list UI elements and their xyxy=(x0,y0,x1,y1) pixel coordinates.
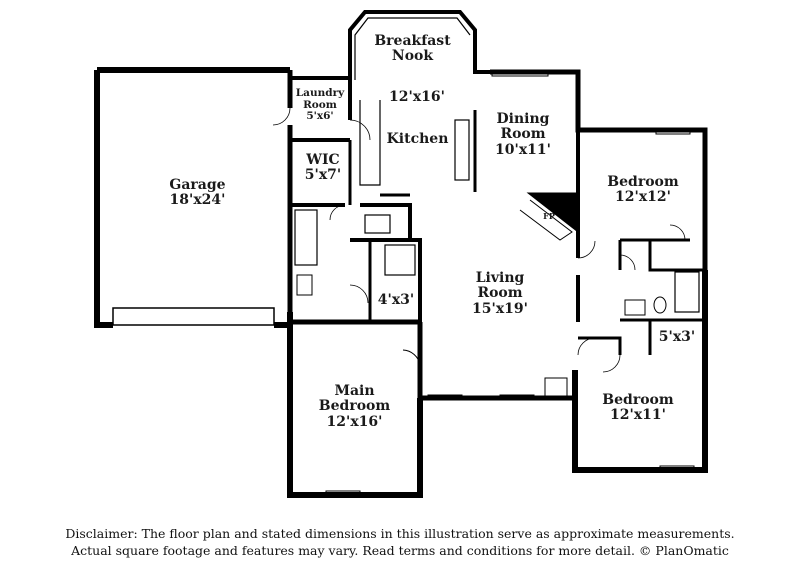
wic-dims: 5'x7' xyxy=(304,167,342,184)
bedroom3-label: Bedroom 12'x11' xyxy=(598,392,678,424)
garage-label: Garage 18'x24' xyxy=(150,177,245,209)
dining-name-line2: Room xyxy=(500,126,546,143)
garage-door xyxy=(112,307,275,326)
living-label: Living Room 15'x19' xyxy=(465,270,535,317)
wic-label: WIC 5'x7' xyxy=(298,152,348,184)
disclaimer-line2: Actual square footage and features may v… xyxy=(71,542,729,558)
breakfast-bay xyxy=(348,10,490,80)
main-bedroom-name-line1: Main xyxy=(334,383,375,399)
fireplace-label: FP xyxy=(543,211,555,221)
breakfast-name-line1: Breakfast xyxy=(374,33,451,49)
laundry-dims: 5'x6' xyxy=(306,110,334,123)
closet-b-label: 5'x3' xyxy=(658,329,696,345)
disclaimer: Disclaimer: The floor plan and stated di… xyxy=(0,526,800,560)
floor-plan xyxy=(94,10,708,498)
kitchen-island xyxy=(454,119,470,181)
laundry-label: Laundry Room 5'x6' xyxy=(292,87,348,123)
main-bedroom-name-line2: Bedroom xyxy=(318,398,391,415)
dining-name-line1: Dining xyxy=(496,111,550,127)
kitchen-label: Kitchen xyxy=(386,131,449,147)
wic-name: WIC xyxy=(306,152,340,168)
breakfast-name-line2: Nook xyxy=(391,48,434,65)
bedroom3-name: Bedroom xyxy=(602,392,674,408)
bedroom2-dims: 12'x12' xyxy=(615,189,671,206)
garage-name: Garage xyxy=(169,177,226,193)
garage-dims: 18'x24' xyxy=(169,192,226,209)
bedroom2-label: Bedroom 12'x12' xyxy=(603,174,683,206)
fireplace-shape xyxy=(526,192,579,234)
laundry-name-line2: Room xyxy=(303,98,337,111)
main-bedroom-label: Main Bedroom 12'x16' xyxy=(312,383,397,430)
living-name-line1: Living xyxy=(475,270,525,286)
dining-label: Dining Room 10'x11' xyxy=(488,111,558,158)
dining-dims: 10'x11' xyxy=(495,141,551,158)
bedroom2-name: Bedroom xyxy=(607,174,679,190)
main-bedroom-dims: 12'x16' xyxy=(326,413,383,430)
breakfast-dims: 12'x16' xyxy=(389,89,445,105)
disclaimer-line1: Disclaimer: The floor plan and stated di… xyxy=(65,526,735,541)
breakfast-label: Breakfast Nook xyxy=(365,33,460,65)
laundry-walls xyxy=(290,76,352,120)
living-dims: 15'x19' xyxy=(472,300,528,317)
laundry-name-line1: Laundry xyxy=(295,87,345,99)
living-name-line2: Room xyxy=(477,285,523,302)
closet-a-label: 4'x3' xyxy=(377,292,415,308)
bedroom3-dims: 12'x11' xyxy=(610,407,666,424)
living-bottom-wall xyxy=(417,322,578,401)
